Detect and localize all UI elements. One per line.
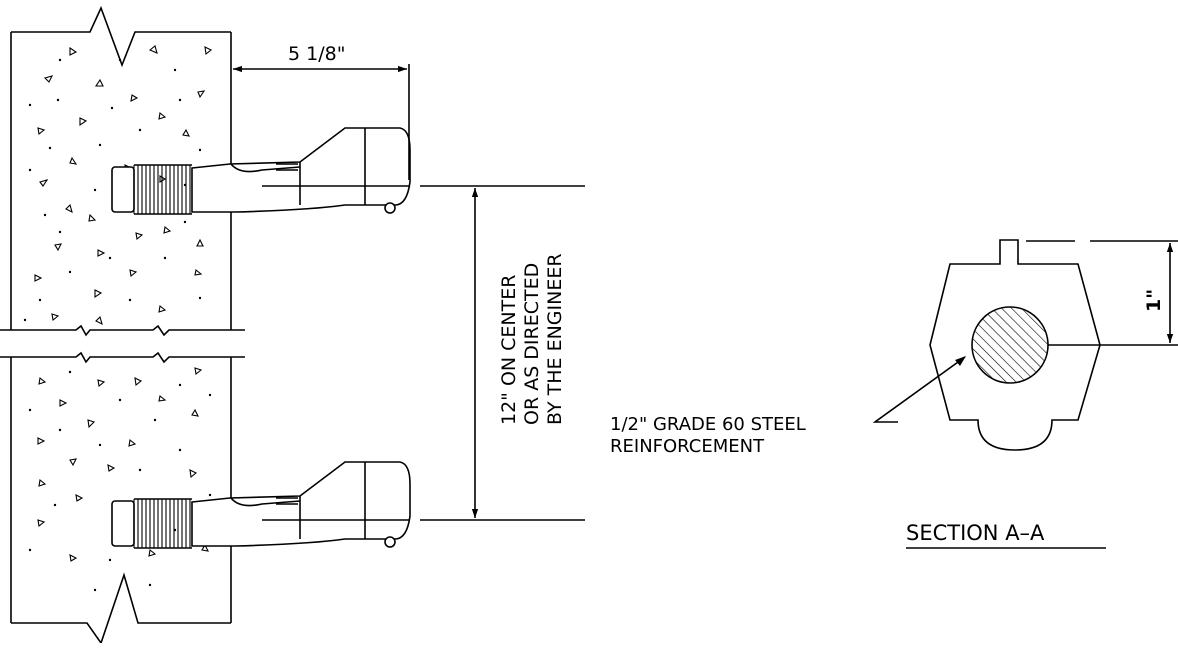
rebar-hatched-circle bbox=[971, 306, 1049, 384]
anchor-threads bbox=[133, 498, 192, 549]
spacing-label-line3: BY THE ENGINEER bbox=[544, 253, 566, 425]
wall-bottom-break-line bbox=[11, 572, 231, 645]
rebar-leader-line bbox=[872, 356, 966, 423]
aggregate-dots bbox=[23, 58, 212, 592]
section-a-a: 1" 1/2" GRADE 60 STEEL REINFORCEMENT SEC… bbox=[610, 239, 1178, 549]
spacing-label-line2: OR AS DIRECTED bbox=[521, 263, 543, 425]
anchor-upper-contour bbox=[230, 163, 301, 173]
wall-middle-break-lower bbox=[0, 351, 245, 364]
rebar-callout-line1: 1/2" GRADE 60 STEEL bbox=[610, 414, 806, 435]
dimension-label-projection: 5 1/8" bbox=[288, 43, 345, 65]
dimension-spacing: 12" ON CENTER OR AS DIRECTED BY THE ENGI… bbox=[420, 185, 585, 521]
anchor-cross-section bbox=[929, 239, 1101, 451]
anchor-upper bbox=[111, 127, 411, 215]
concrete-wall bbox=[0, 5, 245, 645]
wall-middle-break-upper bbox=[0, 324, 245, 337]
anchor-threaded-cap bbox=[111, 500, 135, 547]
dimension-label-cover: 1" bbox=[1143, 289, 1165, 312]
spacing-label-line1: 12" ON CENTER bbox=[498, 275, 520, 425]
anchor-pin bbox=[384, 202, 396, 214]
anchor-threads bbox=[133, 164, 192, 215]
anchor-body bbox=[191, 127, 411, 213]
anchor-pin bbox=[384, 536, 396, 548]
wall-top-break-line bbox=[11, 5, 231, 68]
section-title: SECTION A–A bbox=[906, 521, 1045, 545]
rebar-callout-line2: REINFORCEMENT bbox=[610, 436, 765, 457]
anchor-lower bbox=[111, 461, 411, 549]
rebar-leader-arrow bbox=[955, 356, 966, 366]
aggregate-pattern bbox=[34, 45, 213, 562]
anchor-body bbox=[191, 461, 411, 547]
dimension-projection: 5 1/8" bbox=[233, 43, 410, 180]
anchor-threaded-cap bbox=[111, 166, 135, 213]
